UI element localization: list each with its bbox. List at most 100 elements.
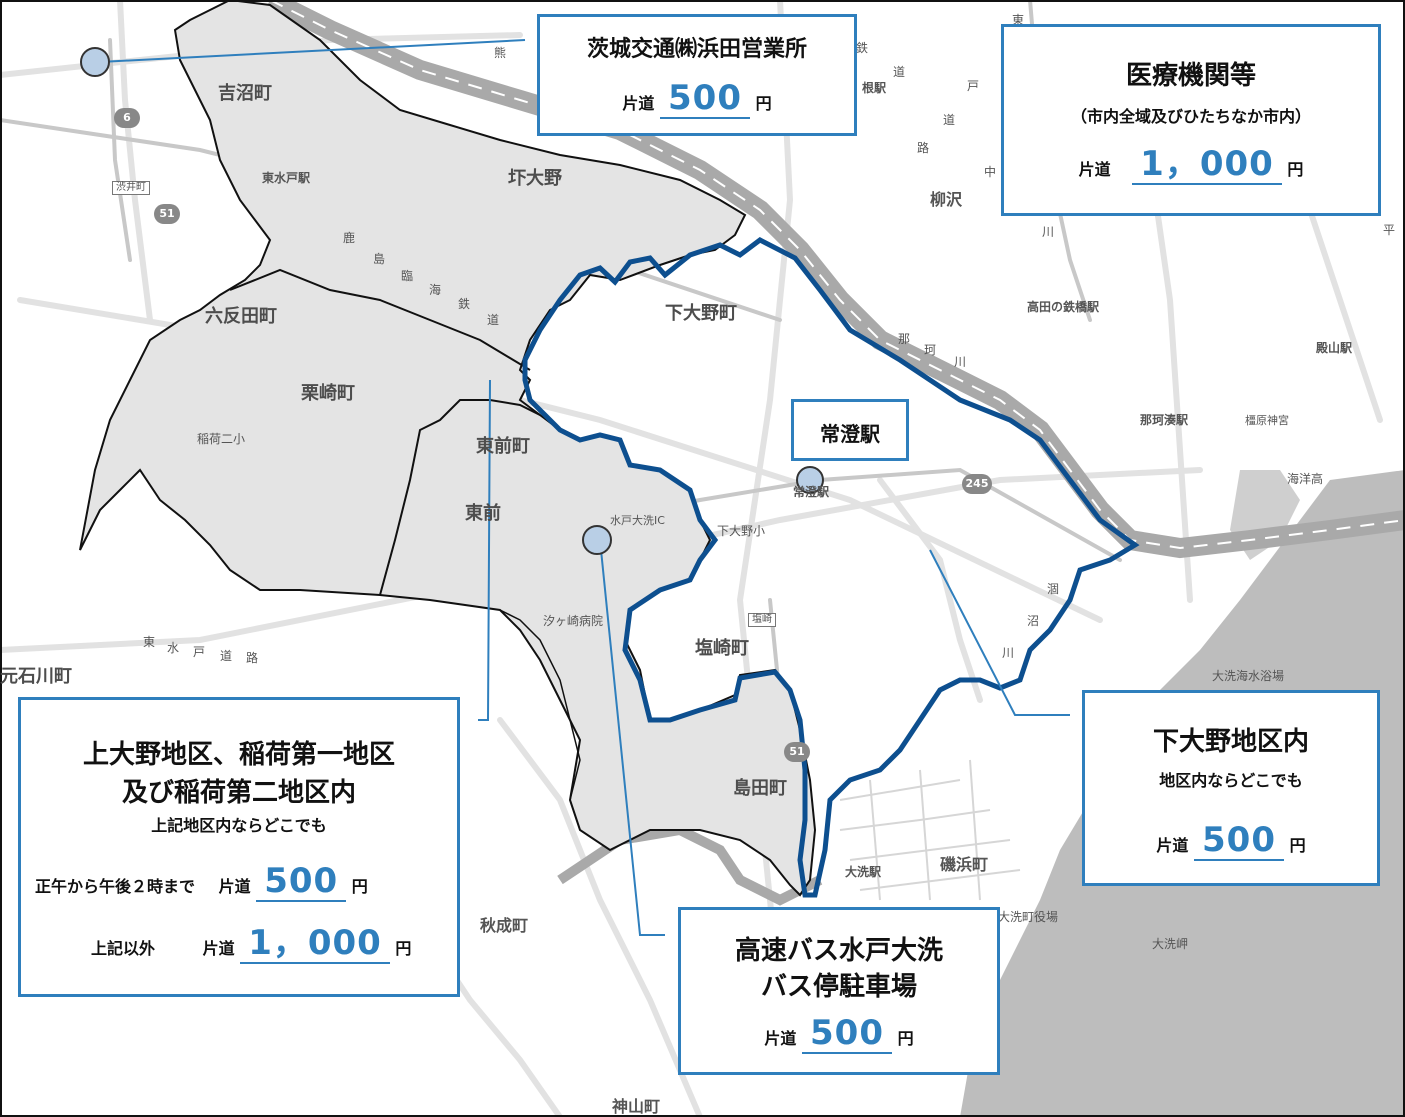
label-shiozaki-cho: 塩崎町 — [695, 638, 749, 659]
label-misc-hira: 平 — [1383, 223, 1396, 237]
label-kashima-rail-2: 島 — [373, 252, 386, 266]
kamioono-box: 上大野地区、稲荷第一地区 及び稲荷第二地区内 上記地区内ならどこでも 正午から午… — [18, 697, 460, 997]
label-tonoyama-station: 殿山駅 — [1316, 341, 1353, 355]
label-hanbaino: 圷大野 — [508, 168, 562, 189]
ibaraki-yen: 円 — [755, 94, 772, 113]
kamioono-note: 上記地区内ならどこでも — [151, 816, 327, 835]
label-hinuma-river-2: 沼 — [1027, 614, 1040, 628]
kamioono-time-label: 正午から午後２時まで — [35, 877, 196, 896]
label-takada-station: 高田の鉄橋駅 — [1027, 300, 1100, 314]
label-shimoono-cho: 下大野町 — [665, 303, 737, 324]
bus-title-2: バス停駐車場 — [760, 972, 917, 1002]
label-motoishikawa: 元石川町 — [0, 666, 72, 687]
label-misc-to: 戸 — [967, 79, 980, 93]
kamioono-yen-1: 円 — [351, 877, 368, 896]
bus-fare: 片道 500 円 — [681, 1015, 997, 1054]
shimooono-boundary — [522, 237, 1140, 898]
label-akinari: 秋成町 — [480, 916, 529, 935]
medical-subtitle: （市内全域及びひたちなか市内） — [1070, 107, 1311, 126]
bus-yen: 円 — [897, 1029, 914, 1048]
shimooono-oneway-label: 片道 — [1156, 836, 1189, 855]
label-shimada-cho: 島田町 — [733, 778, 787, 799]
kamioono-title-2: 及び稲荷第二地区内 — [121, 778, 356, 808]
shimooono-yen: 円 — [1289, 836, 1306, 855]
label-shimoono-elementary: 下大野小 — [717, 524, 766, 538]
label-naka-river-2: 珂 — [924, 343, 937, 357]
label-kashihara: 橿原神宮 — [1245, 414, 1289, 427]
label-naka-river-3: 川 — [954, 355, 967, 369]
highway-bus-box: 高速バス水戸大洗 バス停駐車場 片道 500 円 — [678, 907, 1000, 1075]
tokiwa-station-marker — [796, 466, 824, 494]
route-51-badge-south: 51 — [784, 742, 810, 762]
label-higashimito-station: 東水戸駅 — [262, 171, 311, 185]
medical-title: 医療機関等 — [1125, 61, 1256, 91]
label-misc-road-1: 道 — [893, 65, 906, 79]
shimooono-note: 地区内ならどこでも — [1159, 771, 1303, 790]
tokiwa-station-box: 常澄駅 — [791, 399, 909, 461]
label-hinuma-river-3: 川 — [1002, 646, 1015, 660]
label-oarai-misaki: 大洗岬 — [1152, 937, 1189, 951]
kamioono-fare-other: 上記以外 片道 1，000 円 — [91, 925, 457, 964]
label-road-3: 戸 — [193, 645, 206, 659]
label-road-2: 水 — [167, 641, 180, 655]
label-mitooarai-ic: 水戸大洗IC — [610, 514, 665, 527]
medical-fare: 片道 1，000 円 — [1004, 146, 1378, 185]
label-higashimae: 東前 — [465, 503, 501, 524]
label-oarai-station: 大洗駅 — [845, 865, 882, 879]
label-kashima-rail-6: 道 — [487, 313, 500, 327]
ibaraki-price: 500 — [660, 80, 750, 119]
medical-price: 1，000 — [1132, 146, 1282, 185]
route-51-badge-north: 51 — [154, 204, 180, 224]
label-road-1: 東 — [143, 635, 156, 649]
label-kashima-rail-3: 臨 — [401, 269, 414, 283]
label-naka-river-1: 那 — [898, 332, 911, 346]
bus-title-1: 高速バス水戸大洗 — [734, 936, 943, 966]
ibaraki-oneway-label: 片道 — [622, 94, 655, 113]
kamioono-price-2: 1，000 — [240, 925, 390, 964]
kamioono-other-label: 上記以外 — [91, 939, 156, 958]
bus-stop-marker — [582, 525, 612, 555]
ibaraki-office-box: 茨城交通㈱浜田営業所 片道 500 円 — [537, 14, 857, 136]
label-kashima-rail-1: 鹿 — [343, 231, 356, 245]
medical-box: 医療機関等 （市内全域及びひたちなか市内） 片道 1，000 円 — [1001, 24, 1381, 216]
label-oarai-beach: 大洗海水浴場 — [1212, 669, 1285, 683]
route-245-badge: 245 — [962, 474, 992, 494]
bus-oneway-label: 片道 — [764, 1029, 797, 1048]
label-road-5: 路 — [246, 651, 259, 665]
label-awasaki: 栗崎町 — [301, 383, 355, 404]
label-hinuma-river-1: 涸 — [1047, 582, 1060, 596]
label-kashima-rail-5: 鉄 — [458, 297, 471, 311]
shimooono-box: 下大野地区内 地区内ならどこでも 片道 500 円 — [1082, 690, 1380, 886]
label-misc-naka: 中 — [984, 165, 997, 179]
label-nakaminato-station: 那珂湊駅 — [1140, 413, 1189, 427]
label-misc-road-3: 路 — [917, 141, 930, 155]
label-oarai-office: 大洗町役場 — [998, 910, 1059, 924]
label-kaiyo-high: 海洋高 — [1287, 472, 1324, 486]
kamioono-fare-noon: 正午から午後２時まで 片道 500 円 — [35, 863, 457, 902]
route-6-badge: 6 — [114, 108, 140, 128]
label-kashima-rail-4: 海 — [429, 283, 442, 297]
kamioono-oneway-2: 片道 — [202, 939, 235, 958]
label-inari2-school: 稲荷二小 — [197, 432, 246, 446]
kamioono-yen-2: 円 — [395, 939, 412, 958]
kamioono-title-1: 上大野地区、稲荷第一地区 — [82, 740, 395, 770]
label-rokutanda: 六反田町 — [205, 306, 277, 327]
ibaraki-office-marker — [80, 47, 110, 77]
medical-oneway-label: 片道 — [1078, 160, 1111, 179]
label-road-4: 道 — [220, 649, 233, 663]
ibaraki-office-title: 茨城交通㈱浜田営業所 — [586, 37, 807, 62]
label-misc-higashi: 東 — [1012, 13, 1025, 27]
label-shiogasaki-hospital: 汐ヶ崎病院 — [543, 614, 604, 628]
shimooono-title: 下大野地区内 — [1152, 727, 1309, 757]
kamioono-oneway-1: 片道 — [218, 877, 251, 896]
kamioono-price-1: 500 — [256, 863, 347, 902]
ibaraki-office-fare: 片道 500 円 — [540, 80, 854, 119]
label-misc-road-2: 道 — [943, 113, 956, 127]
label-misc-tetsu: 鉄 — [856, 41, 869, 55]
shimooono-price: 500 — [1194, 822, 1284, 861]
medical-yen: 円 — [1287, 160, 1304, 179]
badge-shiozaki: 塩崎 — [748, 613, 776, 627]
shimooono-fare: 片道 500 円 — [1085, 822, 1377, 861]
tokiwa-station-title: 常澄駅 — [820, 422, 880, 446]
label-misc-kawa: 川 — [1042, 225, 1055, 239]
